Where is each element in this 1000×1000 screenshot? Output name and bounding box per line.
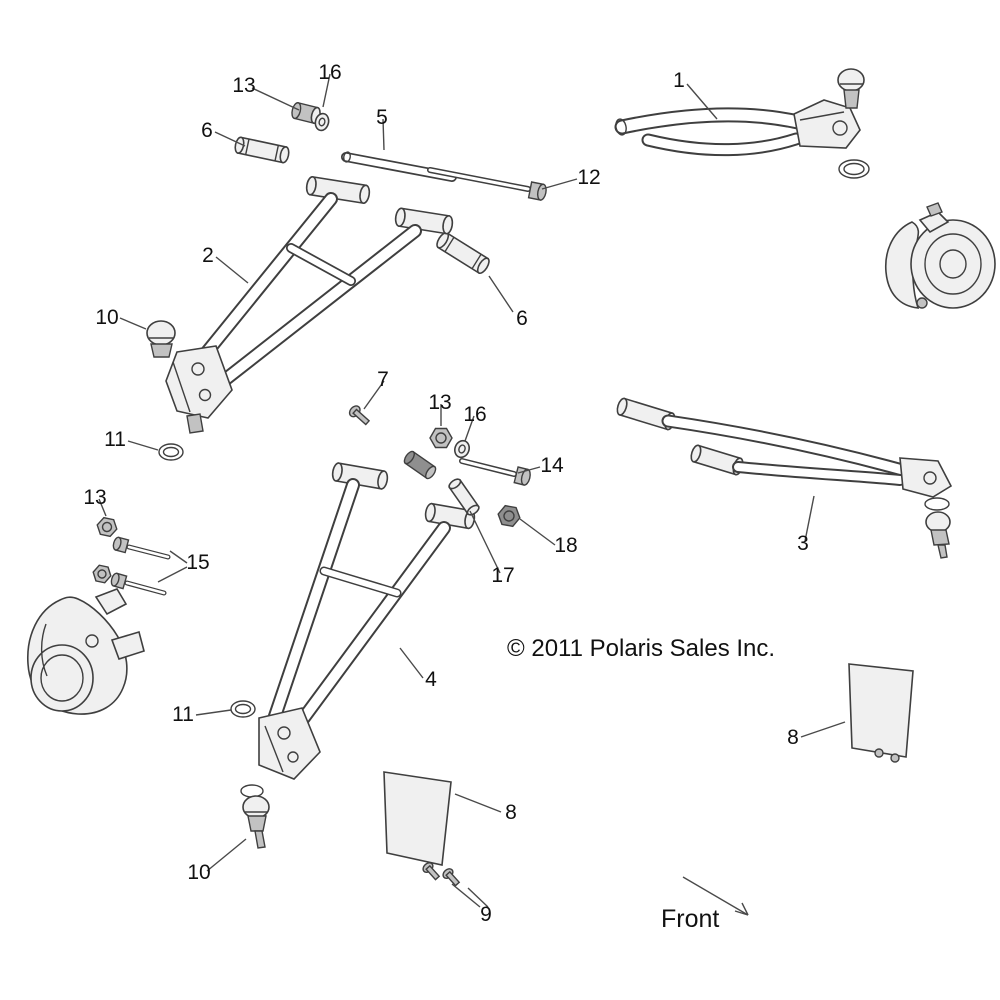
callout-9: 9 [480, 903, 492, 926]
callout-8-right: 8 [787, 726, 799, 749]
washer-16-center [454, 439, 470, 459]
callout-17: 17 [491, 564, 514, 587]
callout-15: 15 [186, 551, 209, 574]
nut-18 [497, 504, 521, 528]
front-lower-control-arm-right [616, 397, 953, 559]
front-indicator: Front [661, 876, 749, 933]
callout-11-upper: 11 [104, 428, 126, 451]
bolt-15-lower [110, 572, 167, 596]
steering-knuckle-left [27, 588, 145, 715]
callouts: 13 16 5 6 1 12 2 6 10 11 7 13 16 14 18 1… [83, 61, 809, 926]
bushing-dark-center [403, 450, 437, 480]
front-lower-a-arm-center [258, 462, 476, 780]
front-upper-a-arm-left [165, 175, 454, 434]
callout-3: 3 [797, 532, 809, 555]
bushing-13-top [291, 101, 321, 125]
screw-7 [348, 405, 371, 426]
mud-guard-8-right [848, 663, 914, 763]
callout-8-left: 8 [505, 801, 517, 824]
bolt-14 [459, 458, 531, 486]
sleeve-6-middle [436, 231, 490, 275]
callout-7: 7 [377, 368, 389, 391]
callout-6-upper: 6 [201, 119, 213, 142]
leader-lines [98, 73, 846, 908]
bolt-15-upper [112, 536, 171, 560]
callout-13-center: 13 [428, 391, 451, 414]
screws-9 [422, 862, 461, 887]
nut-left-second [92, 564, 112, 584]
o-ring-11-lower [230, 700, 256, 718]
sleeve-17 [448, 478, 480, 516]
callout-1: 1 [673, 69, 685, 92]
callout-6-middle: 6 [516, 307, 528, 330]
callout-16-top: 16 [318, 61, 341, 84]
callout-18: 18 [554, 534, 577, 557]
callout-10-upper: 10 [95, 306, 118, 329]
copyright-text: © 2011 Polaris Sales Inc. [507, 635, 775, 662]
mud-guard-8-left [383, 771, 452, 866]
nut-13-center [429, 427, 453, 449]
o-ring-11-upper [158, 443, 184, 461]
front-label: Front [661, 905, 719, 933]
bolt-12 [427, 167, 547, 201]
callout-5: 5 [376, 106, 388, 129]
callout-2: 2 [202, 244, 214, 267]
callout-13-top: 13 [232, 74, 255, 97]
ball-joint-10-lower [240, 784, 270, 849]
nut-13-left [96, 516, 118, 538]
steering-knuckle-right [884, 202, 996, 309]
callout-11-lower: 11 [172, 703, 194, 726]
washer-16-top [314, 112, 330, 132]
callout-14: 14 [540, 454, 564, 477]
callout-13-left: 13 [83, 486, 106, 509]
front-upper-control-arm-right [614, 68, 870, 179]
callout-4: 4 [425, 668, 437, 691]
callout-10-lower: 10 [187, 861, 210, 884]
sleeve-6-upper [234, 136, 290, 164]
callout-12: 12 [577, 166, 600, 189]
ball-joint-cap-10-upper [146, 320, 176, 358]
callout-16-center: 16 [463, 403, 486, 426]
